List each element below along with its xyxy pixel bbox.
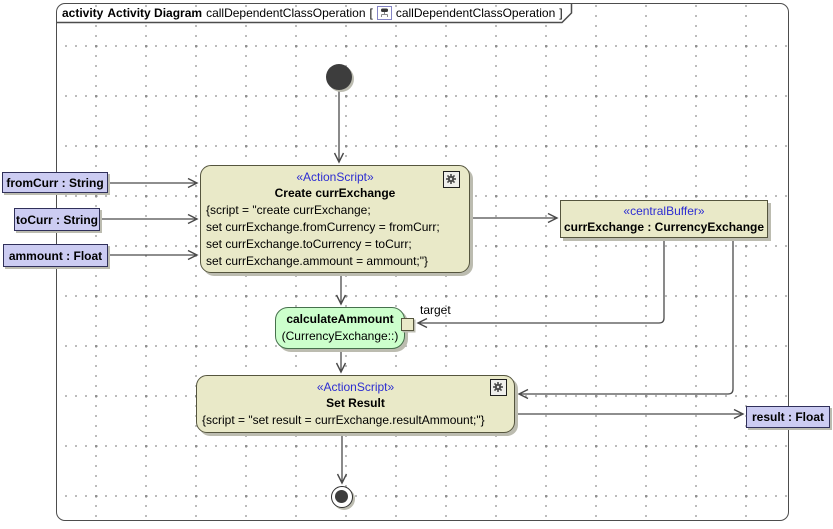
call-action-calculateammount[interactable]: calculateAmmount (CurrencyExchange::)	[275, 307, 405, 349]
action-set-result[interactable]: «ActionScript» Set Result {script = "set…	[196, 375, 515, 433]
call-action-qualifier: (CurrencyExchange::)	[281, 329, 399, 343]
activity-diagram-icon	[376, 6, 392, 20]
stereotype-label: «centralBuffer»	[623, 204, 705, 218]
call-action-name: calculateAmmount	[286, 312, 394, 326]
gear-icon	[443, 171, 460, 188]
final-node-dot	[335, 490, 348, 503]
stereotype-label: «ActionScript»	[316, 380, 395, 394]
stereotype-label: «ActionScript»	[296, 170, 374, 184]
script-line: {script = "set result = currExchange.res…	[202, 413, 485, 427]
parameter-fromcurr[interactable]: fromCurr : String	[2, 172, 108, 193]
script-line: {script = "create currExchange;	[206, 203, 371, 217]
frame-header: activity Activity Diagram callDependentC…	[62, 6, 563, 20]
object-flow-currexchange-to-setresult[interactable]	[517, 239, 734, 400]
initial-node[interactable]	[326, 64, 352, 90]
parameter-ammount[interactable]: ammount : Float	[3, 244, 108, 267]
frame-close-bracket: ]	[559, 6, 563, 20]
frame-keyword: activity	[62, 6, 104, 20]
script-line: set currExchange.ammount = ammount;"}	[206, 254, 429, 268]
parameter-label: ammount : Float	[8, 248, 103, 263]
buffer-name: currExchange : CurrencyExchange	[563, 220, 765, 234]
action-name: Create currExchange	[274, 186, 396, 200]
parameter-result[interactable]: result : Float	[746, 406, 830, 428]
frame-diagram-kind: Activity Diagram	[107, 6, 203, 20]
frame-open-bracket: [	[369, 6, 373, 20]
pin-label: target	[420, 303, 451, 317]
target-input-pin[interactable]	[401, 318, 414, 331]
object-flow-currexchange-to-target-pin[interactable]	[416, 239, 665, 329]
action-name: Set Result	[326, 396, 385, 410]
frame-context-name: callDependentClassOperation	[395, 6, 556, 20]
script-line: set currExchange.fromCurrency = fromCurr…	[206, 220, 440, 234]
activity-final-node[interactable]	[331, 486, 353, 508]
parameter-tocurr[interactable]: toCurr : String	[14, 208, 100, 231]
frame-diagram-name: callDependentClassOperation	[206, 6, 366, 20]
parameter-label: toCurr : String	[16, 212, 98, 227]
gear-icon	[490, 379, 507, 396]
action-create-currexchange[interactable]: «ActionScript» Create currExchange {scri…	[200, 165, 470, 273]
script-line: set currExchange.toCurrency = toCurr;	[206, 237, 412, 251]
parameter-label: result : Float	[751, 410, 824, 424]
parameter-label: fromCurr : String	[6, 175, 104, 190]
central-buffer-currexchange[interactable]: «centralBuffer» currExchange : CurrencyE…	[560, 200, 768, 238]
